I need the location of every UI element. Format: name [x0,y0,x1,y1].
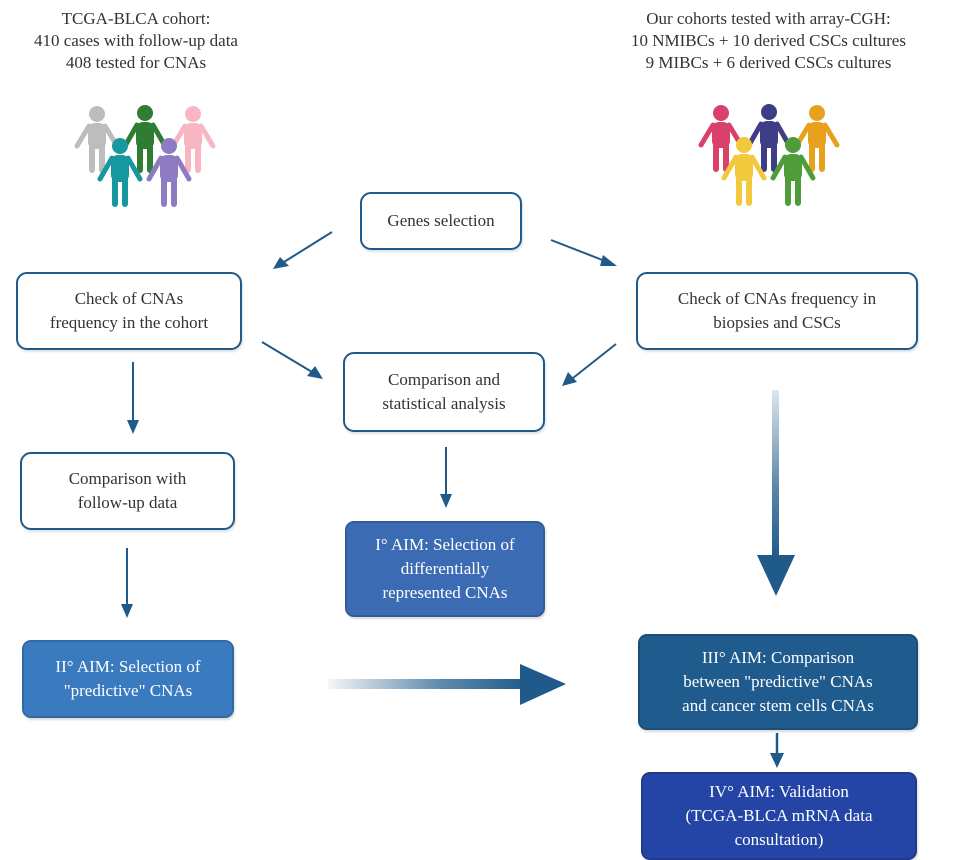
aim1-box: I° AIM: Selection of differentially repr… [345,521,545,617]
aim1-line1: I° AIM: Selection of [375,535,515,554]
check-biopsies-line2: biopsies and CSCs [713,313,841,332]
person-gray-icon [74,106,120,173]
check-biopsies-box: Check of CNAs frequency in biopsies and … [636,272,918,350]
arrow-check-biopsies-to-comparison [562,343,617,386]
tcga-cases-count: 410 cases with follow-up data [34,31,238,50]
aim4-box: IV° AIM: Validation (TCGA-BLCA mRNA data… [641,772,917,860]
aim4-line1: IV° AIM: Validation [709,782,849,801]
aim2-line1: II° AIM: Selection of [55,657,201,676]
check-cohort-box: Check of CNAs frequency in the cohort [16,272,242,350]
check-biopsies-line1: Check of CNAs frequency in [677,289,877,308]
arrow-comparison-to-aim1 [440,447,452,508]
comparison-statistical-line1: Comparison and [388,370,500,389]
aim2-line2: "predictive" CNAs [63,681,193,700]
genes-selection-box: Genes selection [360,192,522,250]
mibc-cohort-text: 9 MIBCs + 6 derived CSCs cultures [645,53,892,72]
aim2-box: II° AIM: Selection of "predictive" CNAs [22,640,234,718]
arrow-check-biopsies-to-aim3 [757,390,795,596]
aim3-line2: between "predictive" CNAs [683,672,873,691]
aim3-line3: and cancer stem cells CNAs [682,696,874,715]
check-cohort-line2: frequency in the cohort [49,313,209,332]
comparison-statistical-line2: statistical analysis [382,394,506,413]
arrow-aim2-to-aim3 [328,664,566,705]
comparison-statistical-box: Comparison and statistical analysis [343,352,545,432]
arrow-genes-to-check-cohort [273,231,333,269]
aim3-box: III° AIM: Comparison between "predictive… [638,634,918,730]
person-orange-icon [794,105,840,172]
aim1-line3: represented CNAs [382,583,508,602]
people-group-left-icon [74,105,216,207]
person-purple-icon [146,138,192,207]
genes-selection-label: Genes selection [387,211,495,230]
aim3-line1: III° AIM: Comparison [701,648,855,667]
comparison-follow-up-line1: Comparison with [68,469,187,488]
person-leaf-green-icon [770,137,816,206]
aim1-line2: differentially [400,559,490,578]
comparison-follow-up-line2: follow-up data [77,493,178,512]
nmibc-cohort-text: 10 NMIBCs + 10 derived CSCs cultures [631,31,906,50]
person-teal-icon [97,138,143,207]
our-cohorts-title: Our cohorts tested with array-CGH: [646,9,891,28]
arrow-check-cohort-to-follow-up [127,362,139,434]
arrow-follow-up-to-aim2 [121,548,133,618]
arrow-check-cohort-to-comparison [261,341,323,379]
tcga-cohort-header: TCGA-BLCA cohort: 410 cases with follow-… [0,8,272,74]
aim4-line2: (TCGA-BLCA mRNA data [685,806,873,825]
person-crimson-icon [698,105,744,172]
arrow-aim3-to-aim4 [770,733,784,768]
arrow-genes-to-check-biopsies [550,239,617,266]
tcga-cohort-title: TCGA-BLCA cohort: [61,9,211,28]
person-yellow-icon [721,137,767,206]
tcga-cnas-count: 408 tested for CNAs [65,53,207,72]
aim4-line3: consultation) [734,830,824,849]
people-group-right-icon [698,104,840,206]
comparison-follow-up-box: Comparison with follow-up data [20,452,235,530]
check-cohort-line1: Check of CNAs [74,289,184,308]
our-cohorts-header: Our cohorts tested with array-CGH: 10 NM… [584,8,953,74]
